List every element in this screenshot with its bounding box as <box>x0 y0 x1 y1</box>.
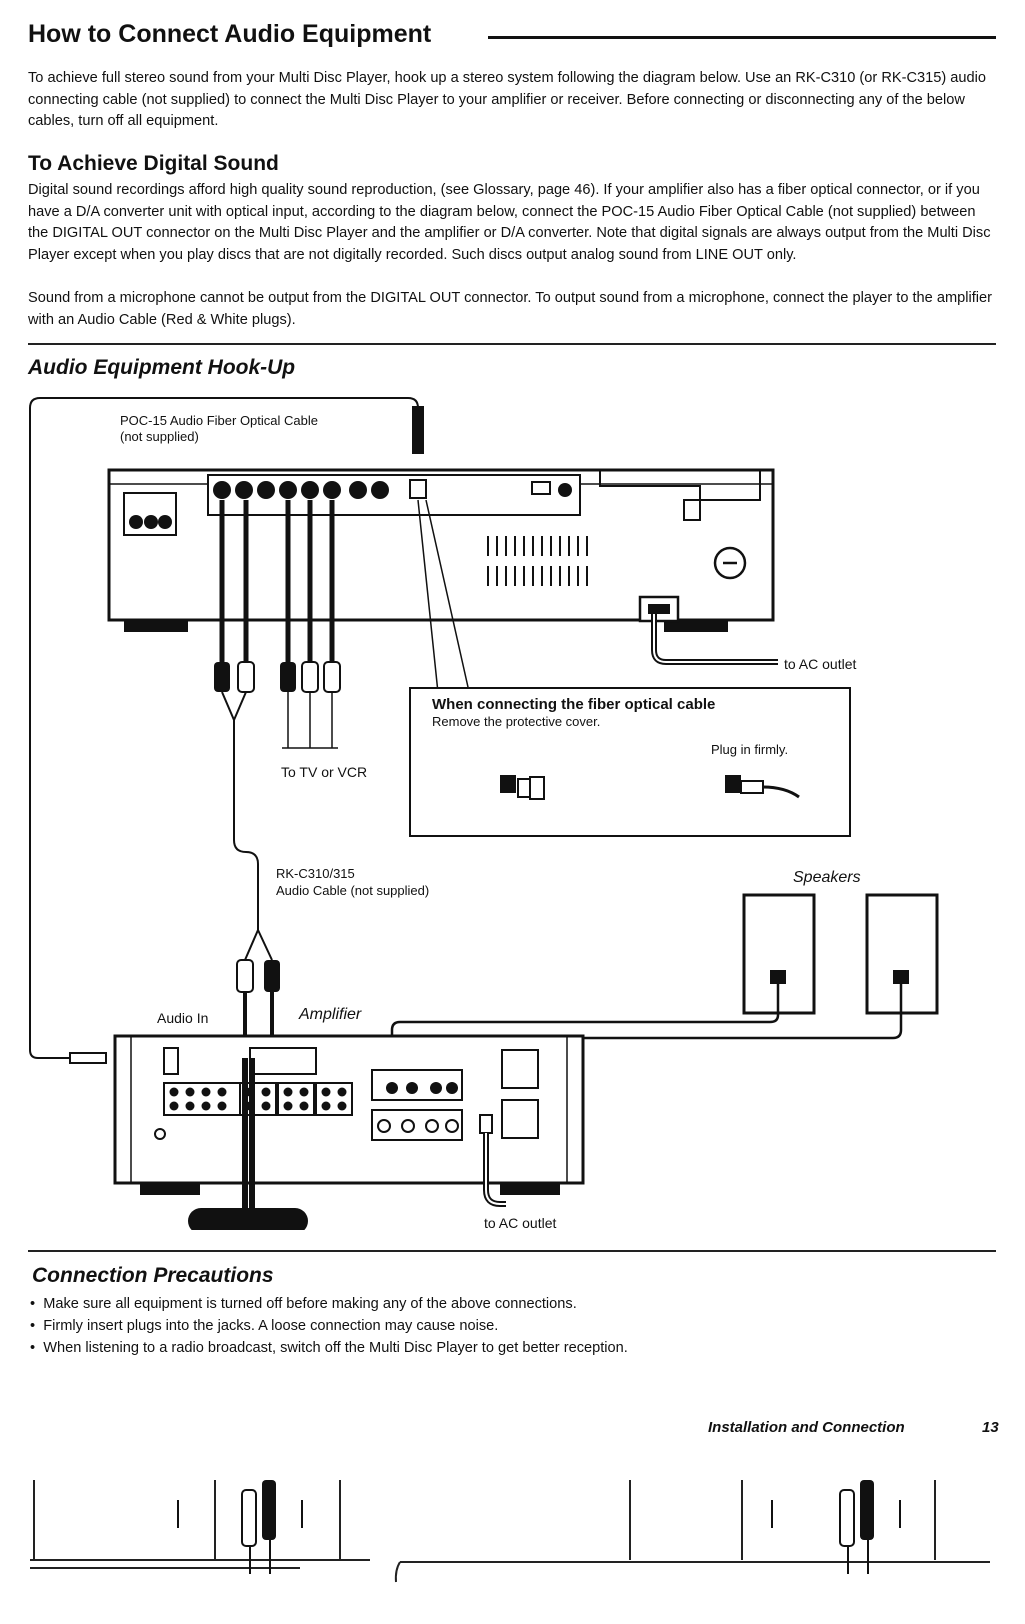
optical-cable-path <box>29 397 419 1059</box>
rk-cable-label: RK-C310/315 Audio Cable (not supplied) <box>276 866 430 898</box>
fiber-callout-title: When connecting the fiber optical cable <box>432 696 716 713</box>
title-rule <box>488 36 996 39</box>
digital-paragraph: Digital sound recordings afford high qua… <box>28 182 991 263</box>
list-item: • When listening to a radio broadcast, s… <box>30 1340 628 1356</box>
fiber-callout-sub: Remove the protective cover. <box>432 714 601 729</box>
speakers-label: Speakers <box>793 869 861 886</box>
ac-outlet-label-top: to AC outlet <box>784 656 857 672</box>
optical-plug <box>412 406 424 454</box>
fiber-optical-callout <box>409 687 851 837</box>
hookup-diagram <box>29 397 939 1230</box>
audio-in-label: Audio In <box>157 1010 209 1026</box>
digital-heading: To Achieve Digital Sound <box>28 152 279 175</box>
list-item: • Firmly insert plugs into the jacks. A … <box>30 1318 499 1334</box>
amplifier-label: Amplifier <box>299 1006 362 1023</box>
page-title: How to Connect Audio Equipment <box>28 20 432 48</box>
hookup-heading: Audio Equipment Hook-Up <box>28 356 296 379</box>
footer-section: Installation and Connection <box>708 1419 905 1436</box>
ac-outlet-label-bottom: to AC outlet <box>484 1215 557 1231</box>
amplifier <box>113 1034 585 1195</box>
speakers <box>742 893 939 1015</box>
poc-cable-label: POC-15 Audio Fiber Optical Cable (not su… <box>120 413 318 444</box>
section-divider-2 <box>28 1250 996 1252</box>
scan-bleed-artifact <box>30 1480 990 1583</box>
intro-paragraph: To achieve full stereo sound from your M… <box>28 70 986 129</box>
multi-disc-player <box>107 468 775 632</box>
page-number: 13 <box>982 1419 999 1436</box>
precautions-list: • Make sure all equipment is turned off … <box>30 1293 628 1359</box>
optical-plug-amp <box>69 1052 107 1064</box>
section-divider <box>28 343 996 345</box>
precautions-heading: Connection Precautions <box>32 1264 274 1287</box>
digital-paragraph-2: Sound from a microphone cannot be output… <box>28 290 992 328</box>
to-tv-label: To TV or VCR <box>281 764 368 780</box>
plug-firmly-label: Plug in firmly. <box>711 742 789 757</box>
remote-unit <box>188 1208 308 1230</box>
list-item: • Make sure all equipment is turned off … <box>30 1296 577 1312</box>
